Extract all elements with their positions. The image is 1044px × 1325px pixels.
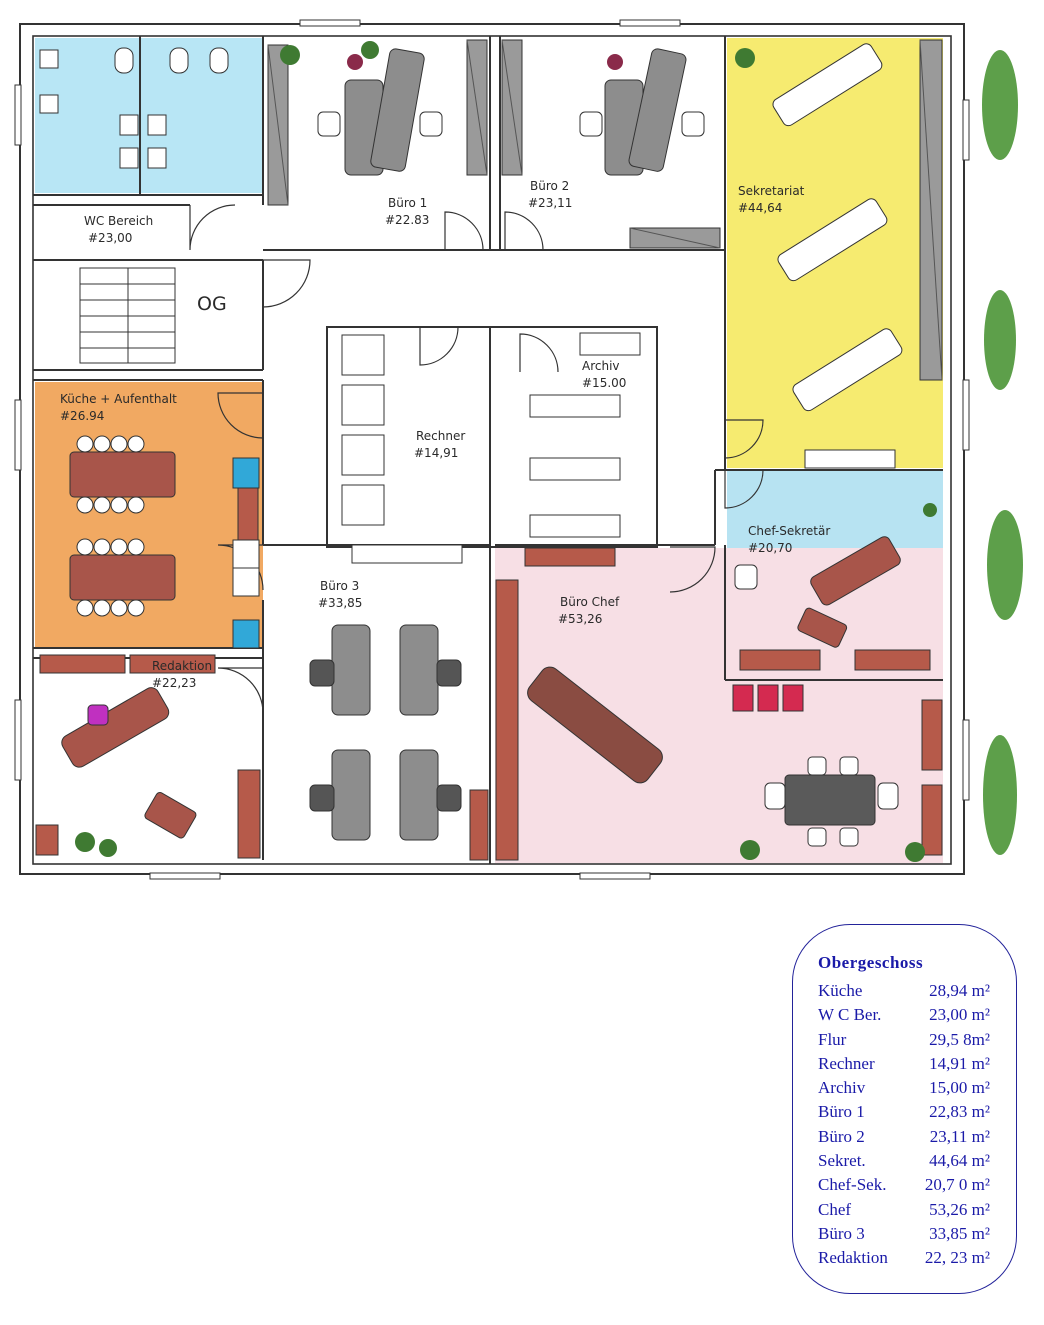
legend-room-area: 23,00 m²	[929, 1005, 990, 1025]
legend-row: Chef-Sek. 20,7 0 m²	[818, 1173, 1016, 1197]
wc-name: WC Bereich	[84, 214, 153, 228]
archiv-area: #15.00	[582, 376, 626, 390]
kitchen-counter	[232, 457, 260, 649]
legend-row: W C Ber. 23,00 m²	[818, 1003, 1016, 1027]
legend-room-name: Flur	[818, 1029, 847, 1049]
floor-plan: OG WC Bereich #23,00 Büro 1 #22.83 Büro …	[14, 19, 1023, 880]
legend-room-name: Büro 3	[818, 1223, 865, 1243]
wc-fixtures	[39, 47, 229, 169]
buero1-name: Büro 1	[388, 196, 427, 210]
legend-room-name: Sekret.	[818, 1151, 866, 1171]
magenta-chair	[87, 704, 109, 726]
legend-room-area: 22, 23 m²	[924, 1248, 990, 1268]
legend-room-name: Archiv	[818, 1078, 866, 1098]
floor-label: OG	[197, 293, 227, 315]
rechner-name: Rechner	[416, 429, 465, 443]
archiv-name: Archiv	[582, 359, 620, 373]
legend-room-name: Büro 1	[818, 1102, 865, 1122]
area-legend: Obergeschoss Küche 28,94 m² W C Ber. 23,00 …	[792, 924, 1017, 1294]
chairs	[76, 111, 899, 847]
legend-room-name: Chef-Sek.	[818, 1175, 887, 1195]
legend-room-area: 28,94 m²	[929, 981, 990, 1000]
kueche-area: #26.94	[60, 409, 104, 423]
trees	[982, 50, 1023, 855]
windows	[14, 19, 970, 880]
legend-room-area: 53,26 m²	[929, 1199, 990, 1219]
legend-room-area: 33,85 m²	[929, 1223, 990, 1243]
inner-wall	[32, 35, 952, 865]
plants	[75, 41, 937, 862]
dark-chairs	[309, 659, 462, 812]
legend-room-name: W C Ber.	[818, 1005, 882, 1025]
legend-row: Chef 53,26 m²	[818, 1198, 1016, 1222]
staircase	[79, 267, 176, 364]
interior-walls	[33, 36, 943, 864]
flowers	[347, 54, 623, 70]
legend-row: Büro 2 23,11 m²	[818, 1125, 1016, 1149]
legend-room-area: 29,5 8m²	[929, 1029, 990, 1049]
redaktion-name: Redaktion	[152, 659, 212, 673]
buero1-area: #22.83	[385, 213, 429, 227]
legend-room-area: 14,91 m²	[929, 1053, 990, 1073]
legend-room-area: 23,11 m²	[929, 1126, 990, 1146]
redaktion-area: #22,23	[152, 676, 196, 690]
legend-room-name: Küche	[818, 981, 863, 1000]
grey-desks	[331, 48, 876, 841]
rechner-area: #14,91	[414, 446, 458, 460]
legend-row: Flur 29,5 8m²	[818, 1028, 1016, 1052]
legend-row: Küche 28,94 m²	[818, 979, 1016, 1003]
chefsek-area: #20,70	[748, 541, 792, 555]
legend-row: Rechner 14,91 m²	[818, 1052, 1016, 1076]
chefsek-name: Chef-Sekretär	[748, 524, 830, 538]
kueche-fill	[35, 382, 263, 647]
legend-title: Obergeschoss	[818, 953, 924, 972]
legend-room-name: Rechner	[818, 1053, 875, 1073]
brown-desks	[61, 451, 901, 839]
legend-room-area: 15,00 m²	[929, 1078, 990, 1098]
wc-area: #23,00	[88, 231, 132, 245]
legend-room-area: 44,64 m²	[929, 1151, 990, 1171]
legend-room-name: Redaktion	[818, 1248, 888, 1268]
sekretariat-area: #44,64	[738, 201, 782, 215]
legend-row: Redaktion 22, 23 m²	[818, 1246, 1016, 1270]
buero-chef-area: #53,26	[558, 612, 602, 626]
legend-room-area: 20,7 0 m²	[924, 1175, 990, 1195]
buero-chef-name: Büro Chef	[560, 595, 620, 609]
sekretariat-name: Sekretariat	[738, 184, 805, 198]
buero2-area: #23,11	[528, 196, 572, 210]
legend-row: Büro 1 22,83 m²	[818, 1100, 1016, 1124]
legend-row: Sekret. 44,64 m²	[818, 1149, 1016, 1173]
legend-room-name: Chef	[818, 1199, 852, 1219]
kueche-name: Küche + Aufenthalt	[60, 392, 177, 406]
buero2-name: Büro 2	[530, 179, 569, 193]
legend-row: Büro 3 33,85 m²	[818, 1222, 1016, 1246]
red-crates	[732, 684, 804, 712]
buero3-name: Büro 3	[320, 579, 359, 593]
cabinets	[267, 39, 943, 564]
yellow-desks	[772, 43, 903, 412]
buero3-area: #33,85	[318, 596, 362, 610]
door-swings	[189, 204, 764, 714]
legend-room-name: Büro 2	[818, 1126, 865, 1146]
legend-row: Archiv 15,00 m²	[818, 1076, 1016, 1100]
legend-rows: Küche 28,94 m² W C Ber. 23,00 m² Flur 29,5 8m…	[818, 979, 1016, 1271]
brown-cabinets	[35, 474, 943, 861]
legend-room-area: 22,83 m²	[929, 1102, 990, 1122]
